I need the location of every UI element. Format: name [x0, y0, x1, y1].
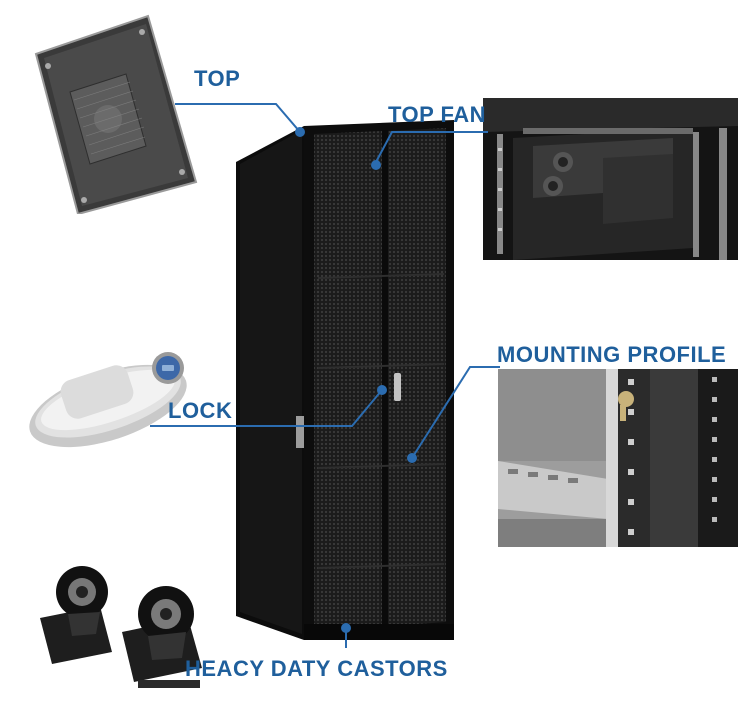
castors-photo	[38, 562, 214, 700]
top-fan-photo	[483, 98, 738, 260]
label-castors: HEACY DATY CASTORS	[185, 656, 448, 681]
label-top-fan: TOP FAN	[388, 102, 487, 127]
mounting-profile-photo	[498, 369, 738, 547]
server-cabinet-photo	[232, 118, 457, 640]
lock-photo	[22, 336, 194, 458]
label-lock: LOCK	[168, 398, 233, 423]
label-top: TOP	[194, 66, 241, 91]
top-panel-photo	[18, 14, 198, 214]
label-mounting-profile: MOUNTING PROFILE	[497, 342, 727, 367]
